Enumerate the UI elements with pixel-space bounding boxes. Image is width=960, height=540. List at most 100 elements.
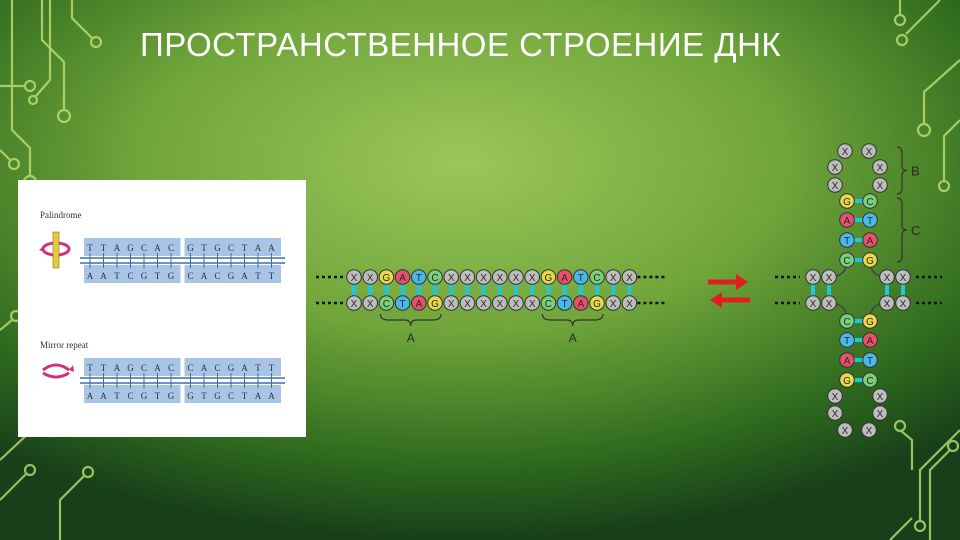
cruciform-arm-top-label: X: [810, 273, 817, 284]
stem-c-brace: [896, 197, 908, 263]
nucleotide-label-top: X: [496, 273, 503, 284]
cruciform-arm-bottom: [879, 295, 895, 311]
mirror-seq-base-top: G: [228, 363, 235, 373]
nucleotide-bot: [605, 295, 622, 311]
nucleotide-bot: [556, 295, 573, 311]
mirror-seq-base-bottom: A: [87, 391, 94, 401]
mirror-seq-base-bottom: A: [268, 391, 275, 401]
nucleotide-label-bot: A: [415, 299, 422, 310]
upper-stem-right-label: G: [866, 256, 874, 267]
upper-stem-right: [862, 232, 878, 248]
mirror-seq-base-top: C: [187, 363, 193, 373]
nucleotide-label-top: X: [529, 273, 536, 284]
mirror-seq-base-top: G: [127, 363, 134, 373]
lower-loop-node-label: X: [842, 426, 849, 437]
palindrome-seq-box-right-bottom: [184, 265, 281, 283]
palindrome-seq-box-left: [84, 238, 181, 256]
nucleotide-label-bot: T: [400, 299, 406, 310]
lower-loop-node-label: X: [877, 392, 884, 403]
equilibrium-arrowhead-reverse: [710, 292, 722, 308]
lower-loop-node: [872, 388, 888, 404]
cruciform-arm-top: [805, 269, 821, 285]
palindrome-seq-base-top: T: [201, 243, 207, 253]
slide-title: ПРОСТРАНСТВЕННОЕ СТРОЕНИЕ ДНК: [140, 26, 782, 63]
upper-stem-right-label: T: [867, 216, 873, 227]
mirror-arrowhead: [69, 365, 74, 372]
upper-loop-node-label: X: [866, 147, 873, 158]
nucleotide-bot: [362, 295, 379, 311]
palindrome-seq-box-left-bottom: [84, 265, 181, 283]
upper-loop-node: [872, 177, 888, 193]
palindrome-seq-base-top: A: [154, 243, 161, 253]
mirror-symbol: [42, 363, 74, 379]
nucleotide-label-top: A: [561, 273, 568, 284]
nucleotide-top: [621, 269, 638, 285]
nucleotide-label-top: X: [626, 273, 633, 284]
upper-stem-left: [839, 232, 855, 248]
lower-stem-right: [862, 372, 878, 388]
palindrome-seq-base-bottom: G: [141, 271, 148, 281]
nucleotide-label-top: C: [593, 273, 600, 284]
palindrome-seq-base-bottom: A: [100, 271, 107, 281]
mirror-seq-box-right-bottom: [184, 385, 281, 403]
mirror-seq-base-bottom: G: [141, 391, 148, 401]
nucleotide-top: [362, 269, 379, 285]
lower-stem-left-label: G: [843, 376, 851, 387]
mirror-seq-box-left: [84, 358, 181, 376]
rotation-symbol-palindrome: [39, 231, 71, 269]
palindrome-seq-base-bottom: G: [228, 271, 235, 281]
palindrome-seq-base-bottom: T: [255, 271, 261, 281]
mirror-seq-base-bottom: A: [100, 391, 107, 401]
upper-stem-right: [862, 193, 878, 209]
upper-loop-node: [827, 159, 843, 175]
upper-stem-left-label: A: [844, 216, 851, 227]
nucleotide-top: [605, 269, 622, 285]
nucleotide-bot: [508, 295, 524, 311]
nucleotide-bot: [443, 295, 460, 311]
mirror-seq-box-right: [184, 358, 281, 376]
lower-loop-node-label: X: [832, 409, 839, 420]
nucleotide-top: [540, 269, 557, 285]
nucleotide-label-bot: X: [496, 299, 503, 310]
mirror-seq-base-top: T: [87, 363, 93, 373]
equilibrium-arrowhead-forward: [736, 274, 748, 290]
upper-loop-node: [872, 159, 888, 175]
palindrome-seq-base-bottom: C: [187, 271, 193, 281]
upper-stem-left-label: T: [844, 236, 850, 247]
nucleotide-bot: [427, 295, 443, 311]
nucleotide-top: [443, 269, 460, 285]
nucleotide-label-top: C: [431, 273, 438, 284]
lower-stem-left-label: T: [844, 336, 850, 347]
lower-stem-left: [839, 352, 855, 368]
upper-loop-node: [861, 143, 877, 159]
mirror-seq-base-bottom: G: [187, 391, 194, 401]
upper-stem-right: [862, 252, 878, 268]
lower-loop-node: [872, 405, 888, 421]
nucleotide-bot: [394, 295, 411, 311]
nucleotide-top: [573, 269, 589, 285]
mirror-seq-base-bottom: C: [127, 391, 133, 401]
upper-loop-node-label: X: [877, 163, 884, 174]
palindrome-seq-base-top: G: [127, 243, 134, 253]
upper-loop-node: [837, 143, 853, 159]
palindrome-seq-base-bottom: T: [269, 271, 275, 281]
upper-stem-right-label: C: [866, 197, 873, 208]
upper-loop-node-label: X: [832, 163, 839, 174]
nucleotide-top: [589, 269, 605, 285]
cruciform-arm-bottom: [895, 295, 911, 311]
nucleotide-label-bot: X: [480, 299, 487, 310]
cruciform-arm-top: [895, 269, 911, 285]
lower-stem-right-label: T: [867, 356, 873, 367]
stem-c-label: C: [911, 223, 920, 238]
cruciform-arm-top-label: X: [826, 273, 833, 284]
nucleotide-label-top: X: [610, 273, 617, 284]
upper-loop-node-label: X: [832, 181, 839, 192]
cruciform-arm-bottom-label: X: [900, 299, 907, 310]
mirror-seq-base-top: T: [101, 363, 107, 373]
mirror-seq-base-top: C: [214, 363, 220, 373]
lower-loop-node-label: X: [866, 426, 873, 437]
palindrome-seq-base-top: T: [242, 243, 248, 253]
nucleotide-top: [378, 269, 395, 285]
cruciform-arm-bottom: [805, 295, 821, 311]
